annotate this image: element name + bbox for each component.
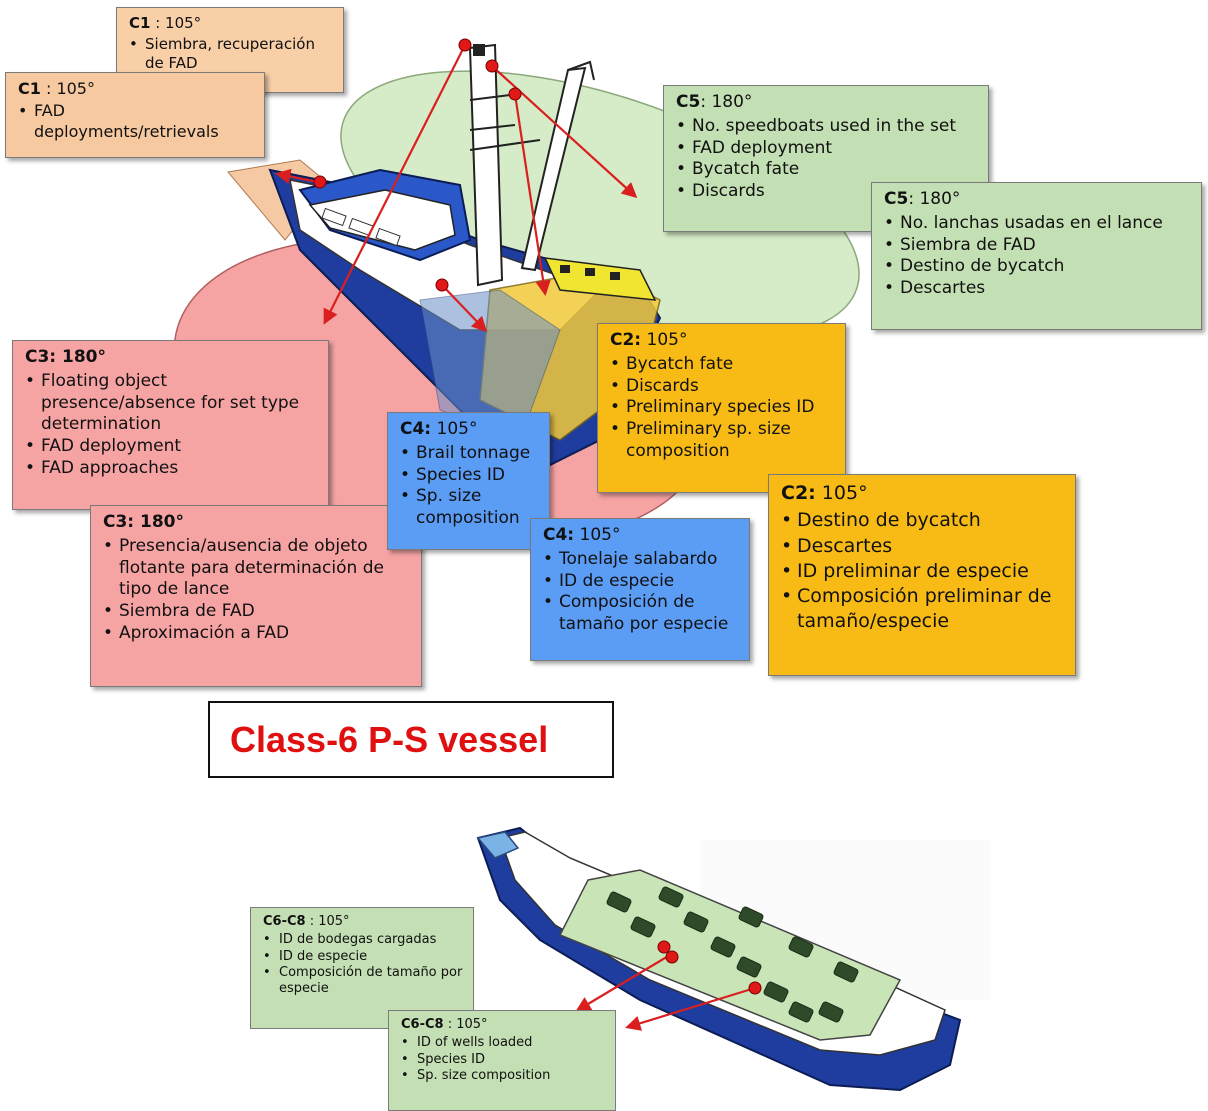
callout-item: Sp. size composition xyxy=(400,486,539,530)
callout-item: Composición de tamaño por especie xyxy=(543,592,739,636)
callout-item: FAD deployment xyxy=(676,138,978,160)
callout-item: Bycatch fate xyxy=(610,354,835,376)
camera-c8 xyxy=(748,981,762,995)
upper-vessel-boom xyxy=(520,66,587,272)
callout-item: Siembra de FAD xyxy=(884,235,1191,257)
upper-vessel-mast xyxy=(468,43,504,287)
callout-item: FAD approaches xyxy=(25,458,318,480)
callout-item: ID de bodegas cargadas xyxy=(263,932,463,949)
callout-item: No. speedboats used in the set xyxy=(676,116,978,138)
callout-item: Descartes xyxy=(781,534,1065,560)
callout-item: Descartes xyxy=(884,278,1191,300)
callout-item: Preliminary species ID xyxy=(610,397,835,419)
callout-item: Sp. size composition xyxy=(401,1068,605,1085)
callout-c1-english: C1 : 105° FAD deployments/retrievals xyxy=(5,72,265,158)
callout-item: Species ID xyxy=(400,465,539,487)
callout-item: Brail tonnage xyxy=(400,443,539,465)
callout-item: ID preliminar de especie xyxy=(781,559,1065,585)
camera-c7 xyxy=(665,950,679,964)
camera-c3 xyxy=(458,38,472,52)
camera-c1 xyxy=(313,175,327,189)
callout-item: ID de especie xyxy=(543,571,739,593)
callout-c3-spanish: C3: 180° Presencia/ausencia de objeto fl… xyxy=(90,505,422,687)
callout-item: Discards xyxy=(610,376,835,398)
callout-c3-english: C3: 180° Floating object presence/absenc… xyxy=(12,340,329,510)
callout-item: Aproximación a FAD xyxy=(103,623,411,645)
callout-c6-c8-spanish: C6-C8 : 105° ID de bodegas cargadas ID d… xyxy=(250,907,474,1029)
callout-item: ID of wells loaded xyxy=(401,1035,605,1052)
callout-c2-spanish: C2: 105° Destino de bycatch Descartes ID… xyxy=(768,474,1076,676)
camera-c4 xyxy=(435,278,449,292)
callout-item: Species ID xyxy=(401,1052,605,1069)
callout-item: Siembra, recuperación de FAD xyxy=(129,35,333,73)
callout-item: Preliminary sp. size composition xyxy=(610,419,835,463)
callout-item: Composición de tamaño por especie xyxy=(263,965,463,998)
title-box: Class-6 P-S vessel xyxy=(208,701,614,778)
camera-c2 xyxy=(508,87,522,101)
callout-item: Destino de bycatch xyxy=(781,508,1065,534)
callout-item: Destino de bycatch xyxy=(884,256,1191,278)
lower-camera-markers xyxy=(657,940,762,995)
callout-c5-spanish: C5: 180° No. lanchas usadas en el lance … xyxy=(871,182,1202,330)
callout-c6-c8-english: C6-C8 : 105° ID of wells loaded Species … xyxy=(388,1010,616,1111)
callout-item: Tonelaje salabardo xyxy=(543,549,739,571)
callout-item: Presencia/ausencia de objeto flotante pa… xyxy=(103,536,411,601)
callout-item: FAD deployment xyxy=(25,436,318,458)
callout-c2-english: C2: 105° Bycatch fate Discards Prelimina… xyxy=(597,323,846,493)
camera-markers xyxy=(313,38,522,292)
callout-item: Bycatch fate xyxy=(676,159,978,181)
lower-camera-arrows xyxy=(575,954,756,1031)
callout-c4-english: C4: 105° Brail tonnage Species ID Sp. si… xyxy=(387,412,550,550)
callout-item: Discards xyxy=(676,181,978,203)
diagram-title: Class-6 P-S vessel xyxy=(230,718,549,760)
camera-c5 xyxy=(485,59,499,73)
callout-item: No. lanchas usadas en el lance xyxy=(884,213,1191,235)
camera-c6 xyxy=(657,940,671,954)
callout-item: Siembra de FAD xyxy=(103,601,411,623)
callout-item: Floating object presence/absence for set… xyxy=(25,371,318,436)
lower-vessel-wells xyxy=(606,886,859,1023)
callout-item: ID de especie xyxy=(263,949,463,966)
callout-item: Composición preliminar de tamaño/especie xyxy=(781,584,1065,635)
callout-c4-spanish: C4: 105° Tonelaje salabardo ID de especi… xyxy=(530,518,750,661)
callout-item: FAD deployments/retrievals xyxy=(18,101,254,142)
